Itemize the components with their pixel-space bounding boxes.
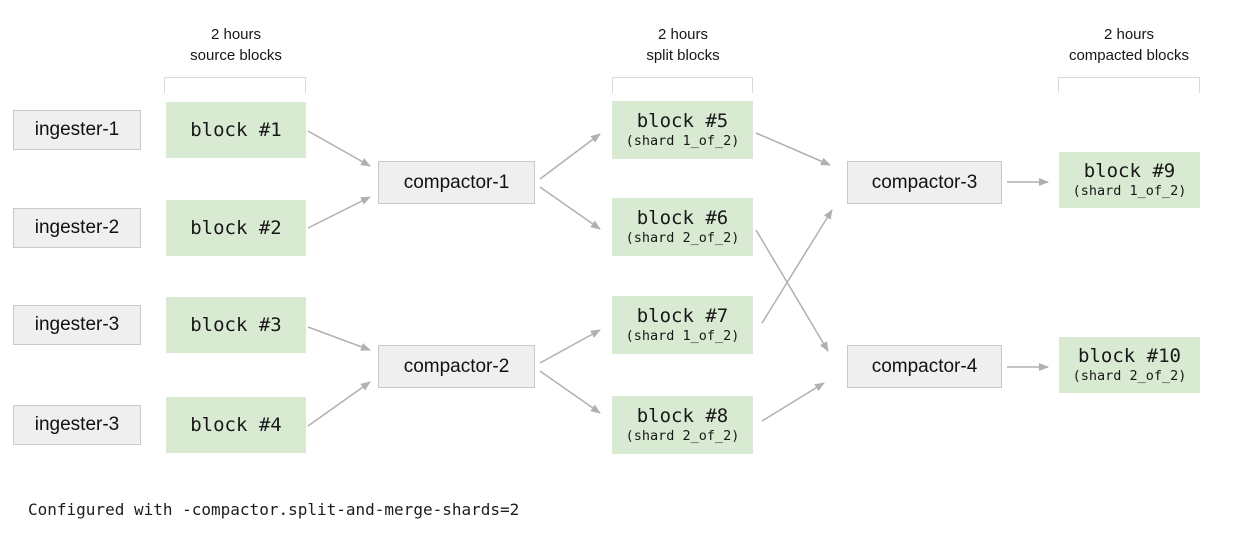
node-ingester-2: ingester-2 — [13, 208, 141, 248]
node-ingester-1: ingester-1 — [13, 110, 141, 150]
arrow-compactor1-to-block5 — [539, 133, 601, 180]
block-5: block #5 (shard 1_of_2) — [612, 101, 753, 159]
block-shard-label: (shard 1_of_2) — [625, 328, 740, 344]
node-ingester-3: ingester-3 — [13, 305, 141, 345]
arrow-block3-to-compactor2 — [307, 326, 371, 351]
block-label: block #9 — [1083, 160, 1176, 182]
node-label: ingester-2 — [34, 217, 120, 238]
header-line: 2 hours — [210, 26, 262, 43]
column-header-source-blocks: 2 hours source blocks — [141, 24, 331, 66]
node-compactor-3: compactor-3 — [847, 161, 1002, 204]
arrow-compactor1-to-block6 — [539, 186, 601, 230]
block-4: block #4 — [166, 397, 306, 453]
arrow-compactor2-to-block7 — [539, 329, 601, 364]
bracket-compacted-blocks — [1058, 77, 1200, 93]
arrow-block6-to-compactor4 — [755, 229, 829, 352]
arrow-block4-to-compactor2 — [307, 381, 371, 427]
arrow-block2-to-compactor1 — [307, 196, 371, 229]
bracket-split-blocks — [612, 77, 753, 93]
node-label: ingester-3 — [34, 314, 120, 335]
block-label: block #8 — [636, 405, 729, 427]
block-label: block #6 — [636, 207, 729, 229]
arrow-block7-to-compactor3 — [761, 209, 833, 324]
block-2: block #2 — [166, 200, 306, 256]
block-label: block #7 — [636, 305, 729, 327]
block-6: block #6 (shard 2_of_2) — [612, 198, 753, 256]
block-7: block #7 (shard 1_of_2) — [612, 296, 753, 354]
block-shard-label: (shard 2_of_2) — [625, 428, 740, 444]
column-header-split-blocks: 2 hours split blocks — [588, 24, 778, 66]
column-header-compacted-blocks: 2 hours compacted blocks — [1034, 24, 1224, 66]
header-line: compacted blocks — [1068, 47, 1190, 64]
block-3: block #3 — [166, 297, 306, 353]
block-label: block #1 — [190, 118, 282, 141]
header-line: source blocks — [190, 47, 282, 64]
block-10: block #10 (shard 2_of_2) — [1059, 337, 1200, 393]
node-compactor-4: compactor-4 — [847, 345, 1002, 388]
arrow-block1-to-compactor1 — [307, 130, 371, 167]
block-shard-label: (shard 1_of_2) — [1072, 183, 1187, 199]
block-shard-label: (shard 2_of_2) — [625, 230, 740, 246]
node-label: compactor-3 — [871, 171, 978, 193]
bracket-source-blocks — [164, 77, 306, 93]
arrow-block5-to-compactor3 — [755, 132, 831, 166]
block-label: block #3 — [190, 313, 282, 336]
block-shard-label: (shard 1_of_2) — [625, 133, 740, 149]
node-label: compactor-1 — [403, 171, 510, 193]
block-label: block #10 — [1078, 345, 1181, 367]
header-line: 2 hours — [1103, 26, 1155, 43]
node-ingester-3b: ingester-3 — [13, 405, 141, 445]
header-line: 2 hours — [657, 26, 709, 43]
node-compactor-2: compactor-2 — [378, 345, 535, 388]
arrow-compactor2-to-block8 — [539, 370, 601, 414]
arrow-block8-to-compactor4 — [761, 382, 825, 422]
block-label: block #4 — [190, 413, 282, 436]
node-label: compactor-2 — [403, 355, 510, 377]
node-compactor-1: compactor-1 — [378, 161, 535, 204]
block-label: block #5 — [636, 110, 729, 132]
node-label: compactor-4 — [871, 355, 978, 377]
block-9: block #9 (shard 1_of_2) — [1059, 152, 1200, 208]
block-8: block #8 (shard 2_of_2) — [612, 396, 753, 454]
header-line: split blocks — [646, 47, 720, 64]
node-label: ingester-1 — [34, 119, 120, 140]
config-caption: Configured with -compactor.split-and-mer… — [28, 500, 520, 519]
block-1: block #1 — [166, 102, 306, 158]
block-shard-label: (shard 2_of_2) — [1072, 368, 1187, 384]
block-label: block #2 — [190, 216, 282, 239]
node-label: ingester-3 — [34, 414, 120, 435]
